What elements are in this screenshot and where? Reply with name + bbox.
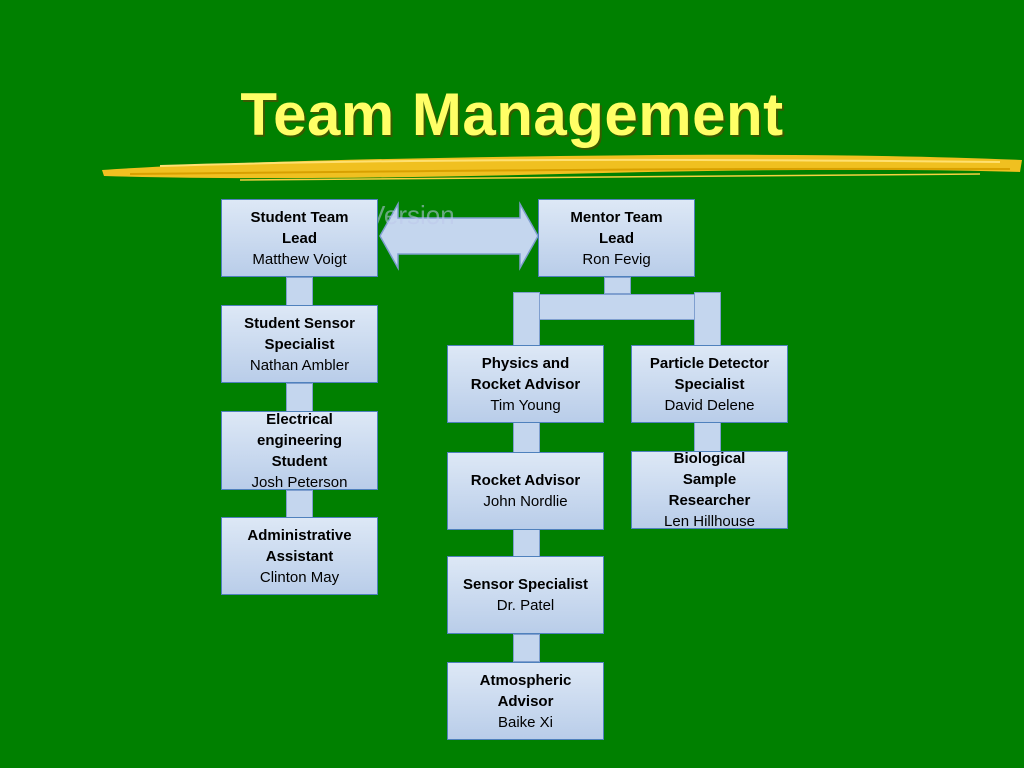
box-student-sensor-specialist: Student Sensor Specialist Nathan Ambler [221, 305, 378, 383]
box-mentor-team-lead: Mentor Team Lead Ron Fevig [538, 199, 695, 277]
role-label: Administrative Assistant [247, 526, 352, 565]
box-student-team-lead: Student Team Lead Matthew Voigt [221, 199, 378, 277]
connector [513, 292, 540, 346]
connector [694, 422, 721, 452]
role-label: Student Team Lead [250, 208, 349, 247]
box-biological-sample-researcher: Biological Sample Researcher Len Hillhou… [631, 450, 788, 530]
box-sensor-specialist: Sensor Specialist Dr. Patel [447, 556, 604, 634]
connector [286, 277, 313, 306]
connector [604, 277, 631, 294]
role-label: Particle Detector Specialist [649, 354, 770, 393]
connector [539, 294, 695, 320]
yellow-brush-stroke [102, 154, 1022, 181]
connector [694, 292, 721, 346]
connector [513, 634, 540, 662]
person-name: Clinton May [259, 568, 340, 586]
person-name: John Nordlie [483, 493, 568, 510]
role-label: Physics and Rocket Advisor [470, 354, 581, 393]
connector [286, 383, 313, 412]
role-label: Student Sensor Specialist [244, 314, 355, 353]
person-name: Ron Fevig [582, 250, 651, 268]
role-label: Mentor Team Lead [570, 208, 663, 247]
person-name: Dr. Patel [496, 597, 555, 614]
box-physics-rocket-advisor: Physics and Rocket Advisor Tim Young [447, 345, 604, 423]
role-label: Electrical engineering Student [256, 410, 342, 470]
role-label: Rocket Advisor [470, 472, 581, 489]
person-name: Matthew Voigt [252, 250, 347, 268]
role-label: Sensor Specialist [462, 576, 589, 593]
role-label: Atmospheric Advisor [479, 671, 572, 710]
page-title: Team Management [240, 81, 784, 148]
person-name: Nathan Ambler [249, 356, 350, 374]
box-atmospheric-advisor: Atmospheric Advisor Baike Xi [447, 662, 604, 740]
person-name: Baike Xi [497, 713, 554, 731]
box-particle-detector-specialist: Particle Detector Specialist David Delen… [631, 345, 788, 423]
person-name: David Delene [664, 396, 755, 414]
person-name: Tim Young [490, 396, 561, 414]
connector [513, 529, 540, 557]
person-name: Len Hillhouse [664, 513, 755, 530]
role-label: Biological Sample Researcher [668, 450, 751, 509]
box-rocket-advisor: Rocket Advisor John Nordlie [447, 452, 604, 530]
person-name: Josh Peterson [251, 473, 348, 491]
connector [513, 422, 540, 453]
box-electrical-engineering-student: Electrical engineering Student Josh Pete… [221, 410, 378, 491]
connector [286, 490, 313, 518]
box-administrative-assistant: Administrative Assistant Clinton May [221, 517, 378, 595]
